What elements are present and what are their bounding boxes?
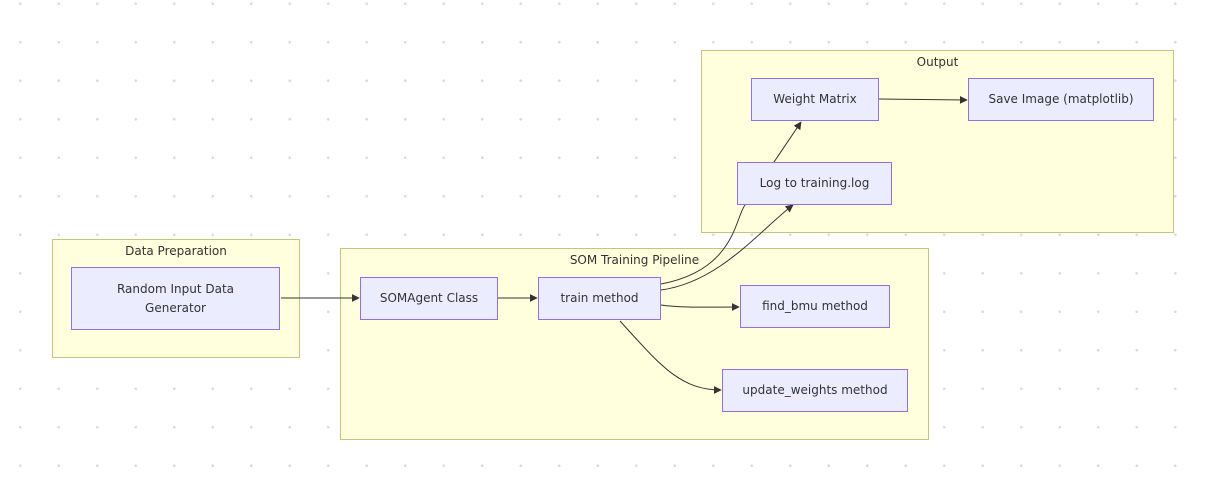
node-log-to-training-log[interactable]: Log to training.log (737, 162, 892, 205)
node-find-bmu-method[interactable]: find_bmu method (740, 285, 890, 328)
node-label-random-input: Random Input Data Generator (116, 281, 235, 315)
node-label-weight-matrix: Weight Matrix (773, 92, 857, 106)
node-random-input-data-generator[interactable]: Random Input Data Generator (71, 267, 280, 330)
node-label-find-bmu: find_bmu method (762, 299, 868, 313)
node-label-train: train method (560, 291, 639, 305)
node-label-log: Log to training.log (759, 176, 870, 190)
node-train-method[interactable]: train method (538, 277, 661, 320)
node-somagent-class[interactable]: SOMAgent Class (360, 277, 498, 320)
node-weight-matrix[interactable]: Weight Matrix (751, 78, 879, 121)
node-save-image[interactable]: Save Image (matplotlib) (968, 78, 1154, 121)
node-update-weights-method[interactable]: update_weights method (722, 369, 908, 412)
node-label-save-image: Save Image (matplotlib) (988, 92, 1134, 106)
cluster-title-output: Output (916, 55, 959, 69)
cluster-title-data-preparation: Data Preparation (125, 244, 227, 258)
cluster-title-som-training-pipeline: SOM Training Pipeline (569, 253, 700, 267)
node-label-update-weights: update_weights method (742, 383, 888, 397)
node-label-somagent: SOMAgent Class (379, 291, 479, 305)
